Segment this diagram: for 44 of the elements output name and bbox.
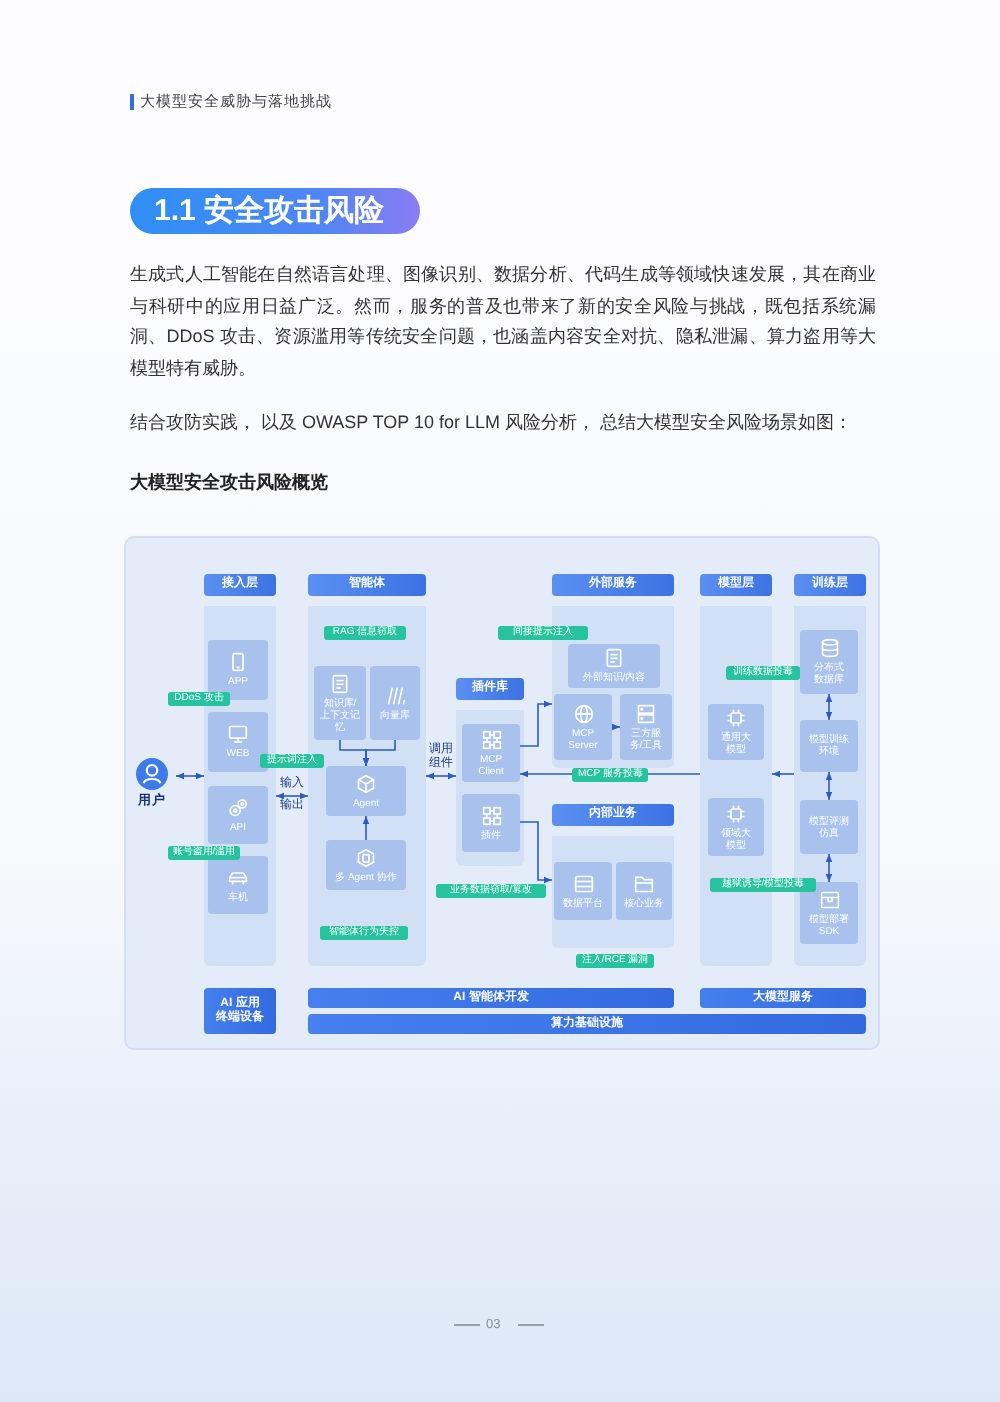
component-box [326,766,406,816]
component-box [314,666,366,740]
figure-caption: 大模型安全攻击风险概览 [130,472,328,494]
section-title: 1.1 安全攻击风险 [130,188,420,234]
arrow [519,821,553,884]
arrow [175,772,205,780]
component-box [620,694,672,760]
component-box [800,882,858,944]
component-box [326,840,406,890]
layer-panel [794,574,866,966]
component-box [208,712,268,772]
body-text: 结合攻防实践， 以及 OWASP TOP 10 for LLM 风险分析， 总结大模型安全风险场景如图： [130,410,855,436]
component-box [708,704,764,760]
arrow [362,739,396,767]
arrow [362,815,370,841]
layer-panel [204,574,276,966]
component-box [554,694,612,760]
component-box [462,794,520,852]
component-box [554,862,612,920]
component-box [462,724,520,782]
layer-panel [700,574,772,966]
layer-panel [552,804,674,948]
component-box [208,640,268,700]
arrow [425,772,457,780]
body-text: 生成式人工智能在自然语言处理、图像识别、数据分析、代码生成等领域快速发展，其在商业与科研中的应用日益广泛。然而，服务的普及也带来了新的安全风险与挑战，既包括系统漏洞、DDoS 攻击、资源滥用等传统安全问题，也涵盖内容安全对抗、隐私泄漏、算力盗用等大模型特有威胁。 [130,262,876,383]
component-box [800,800,858,854]
arrow [611,723,621,731]
arrow [519,700,553,747]
arrow [825,693,833,721]
layer-panel [552,574,674,768]
arrow [771,770,795,778]
component-box [708,798,764,856]
arrow [275,792,309,800]
arrow [825,853,833,883]
component-box [800,630,858,694]
layer-panel [456,678,524,866]
component-box [800,720,858,772]
component-box [208,856,268,914]
layer-panel [308,574,426,966]
arrow [825,771,833,801]
component-box [568,644,660,688]
component-box [616,862,672,920]
component-box [208,786,268,844]
component-box [370,666,420,740]
